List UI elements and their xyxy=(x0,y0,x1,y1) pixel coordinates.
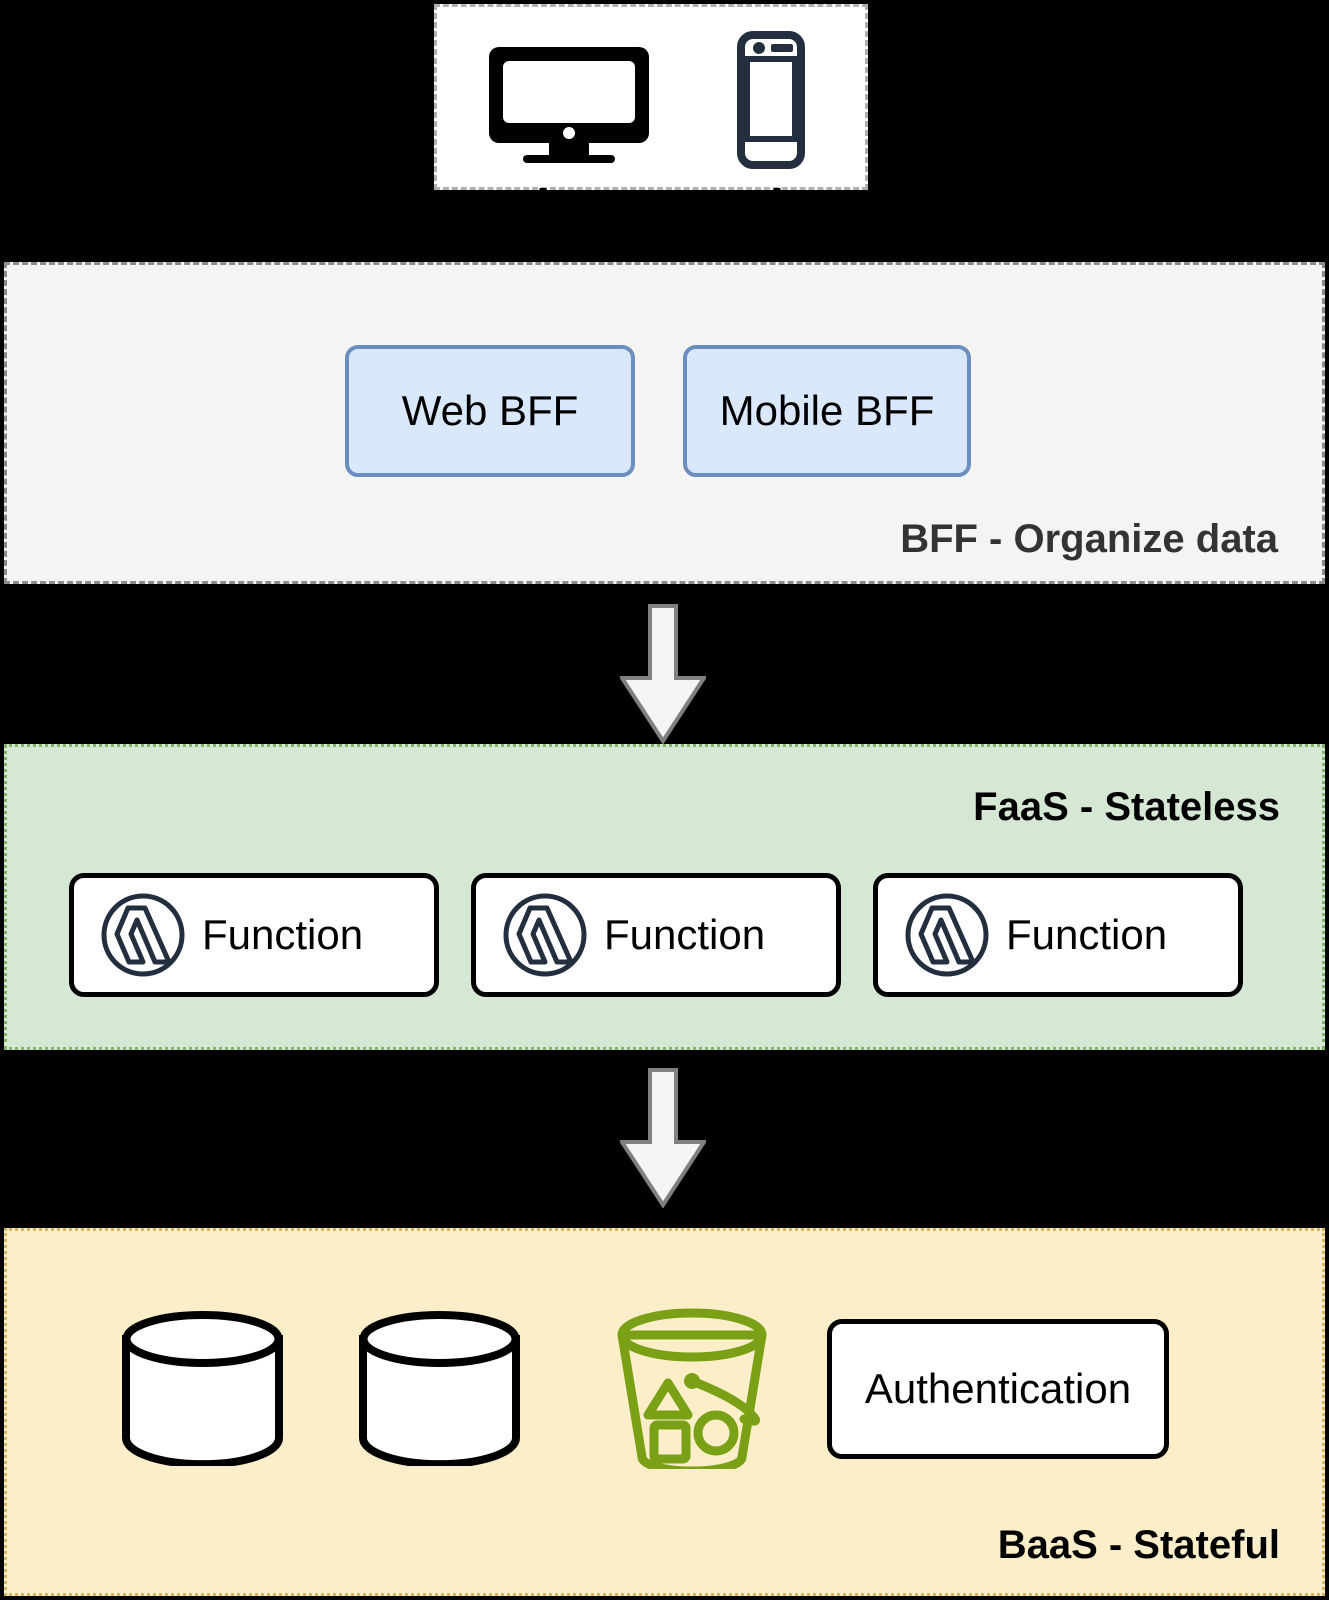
block-arrow-faas-to-baas xyxy=(620,1068,706,1208)
lambda-icon xyxy=(101,893,185,977)
s3-bucket-icon xyxy=(617,1308,767,1469)
baas-layer-panel: Authentication BaaS - Stateful xyxy=(4,1228,1325,1596)
lambda-icon xyxy=(503,893,587,977)
database-cylinder-icon xyxy=(359,1311,520,1466)
authentication-label: Authentication xyxy=(864,1365,1132,1412)
function-box[interactable]: Function xyxy=(471,873,841,997)
function-box-label: Function xyxy=(604,911,766,958)
function-box[interactable]: Function xyxy=(69,873,439,997)
mobile-phone-icon xyxy=(737,31,805,169)
desktop-monitor-icon xyxy=(489,47,649,163)
bff-zone-label: BFF - Organize data xyxy=(900,517,1278,561)
function-box[interactable]: Function xyxy=(873,873,1243,997)
function-box-label: Function xyxy=(202,911,364,958)
lambda-icon xyxy=(905,893,989,977)
bff-box-mobile-label: Mobile BFF xyxy=(719,387,935,434)
bff-box-web[interactable]: Web BFF xyxy=(345,345,635,477)
bff-box-mobile[interactable]: Mobile BFF xyxy=(683,345,971,477)
clients-panel xyxy=(434,4,868,190)
function-box-label: Function xyxy=(1006,911,1168,958)
bff-box-web-label: Web BFF xyxy=(401,387,579,434)
block-arrow-bff-to-faas xyxy=(620,604,706,744)
baas-zone-label: BaaS - Stateful xyxy=(997,1523,1280,1567)
database-cylinder-icon xyxy=(122,1311,283,1466)
authentication-box[interactable]: Authentication xyxy=(827,1319,1169,1459)
faas-zone-label: FaaS - Stateless xyxy=(973,785,1280,829)
faas-layer-panel: FaaS - Stateless Function Function Funct… xyxy=(4,744,1325,1050)
bff-layer-panel: Web BFF Mobile BFF BFF - Organize data xyxy=(4,262,1325,584)
